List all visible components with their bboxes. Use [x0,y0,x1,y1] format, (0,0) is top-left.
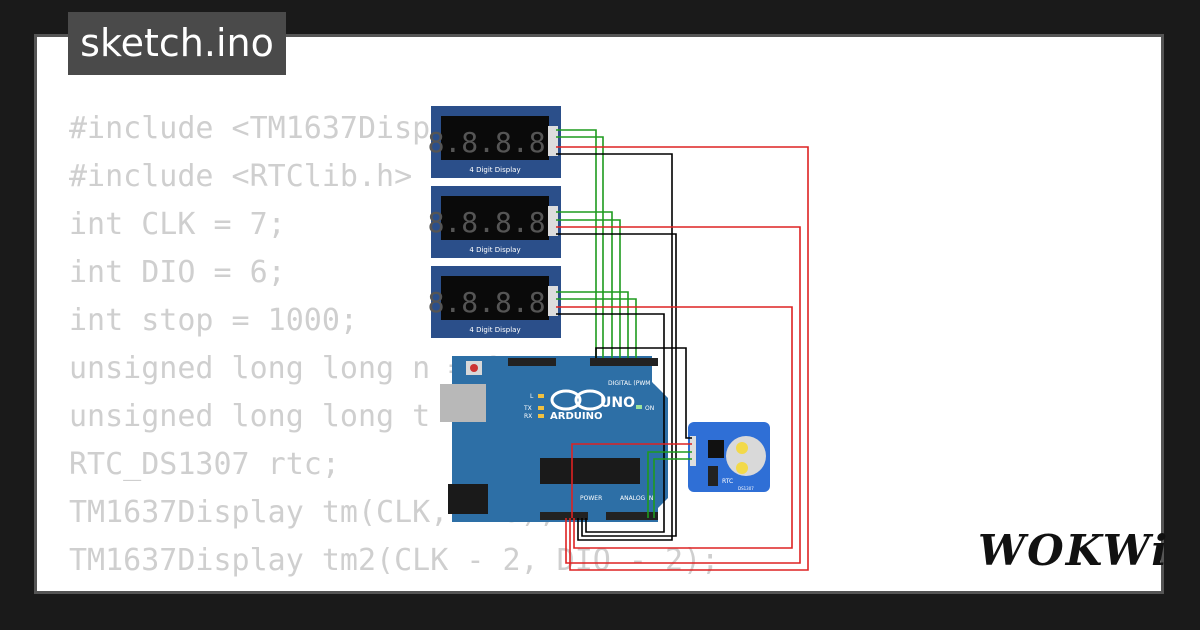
display-digits: 8.8.8.8. [428,286,563,319]
digital-header-label: DIGITAL (PWM ~) [608,380,660,387]
wire-rtc-vcc [571,443,692,518]
code-line: int stop = 1000; [69,303,358,338]
arduino-uno-board[interactable]: DIGITAL (PWM ~) ARDUINO UNO L TX RX ON P… [440,356,668,522]
file-tab[interactable]: sketch.ino [68,12,286,75]
wire-clk-3 [556,291,629,358]
wire-rtc-scl [653,458,692,518]
header-digital[interactable] [590,358,658,366]
wire-gnd-3 [556,313,665,533]
wire-vcc-2 [556,226,801,564]
wire-rtc-gnd [595,347,692,439]
code-line: int DIO = 6; [69,255,286,290]
wire-gnd-2 [556,233,677,537]
wire-clk-2 [556,211,613,358]
wire-dio-2 [556,219,621,358]
power-jack [448,484,488,514]
display-digits: 8.8.8.8. [428,206,563,239]
arduino-infinity-logo [550,389,582,411]
usb-port [440,384,486,422]
wire-vcc-3 [556,306,793,549]
power-header-label: POWER [580,495,602,502]
analog-header-label: ANALOG IN [620,495,653,502]
wire-dio-3 [556,298,637,358]
wire-gnd-1 [556,153,673,541]
code-line: #include <RTClib.h> [69,159,413,194]
atmega-chip [540,458,640,484]
wire-clk-1 [556,129,597,358]
wokwi-logo: WOKWi [978,526,1170,575]
header-aref [508,358,556,366]
coin-cell-battery [726,436,766,476]
rtc-label: RTC [722,478,733,485]
led-on-label: ON [645,405,654,412]
tm1637-display-3[interactable]: 8.8.8.8. 4 Digit Display [428,266,563,338]
header-power[interactable] [540,512,588,520]
display-label: 4 Digit Display [469,246,520,254]
header-analog[interactable] [606,512,658,520]
display-digits: 8.8.8.8. [428,126,563,159]
wire-vcc-1 [556,146,809,571]
display-label: 4 Digit Display [469,166,520,174]
code-line: RTC_DS1307 rtc; [69,447,340,482]
tm1637-display-2[interactable]: 8.8.8.8. 4 Digit Display [428,186,563,258]
wire-rtc-sda [647,451,692,518]
led-rx-label: RX [524,413,532,420]
rtc-chip-label: DS1307 [738,486,754,491]
rtc-ds1307-module[interactable]: RTC DS1307 [688,422,770,492]
display-label: 4 Digit Display [469,326,520,334]
arduino-model-label: UNO [600,395,635,411]
wires [556,129,809,571]
led-tx-label: TX [523,405,532,412]
led-l-label: L [530,393,534,400]
code-line: int CLK = 7; [69,207,286,242]
tm1637-display-1[interactable]: 8.8.8.8. 4 Digit Display [428,106,563,178]
arduino-brand-label: ARDUINO [550,411,602,422]
wire-dio-1 [556,136,604,358]
code-line: TM1637Display tm2(CLK - 2, DIO - 2); [69,543,720,578]
